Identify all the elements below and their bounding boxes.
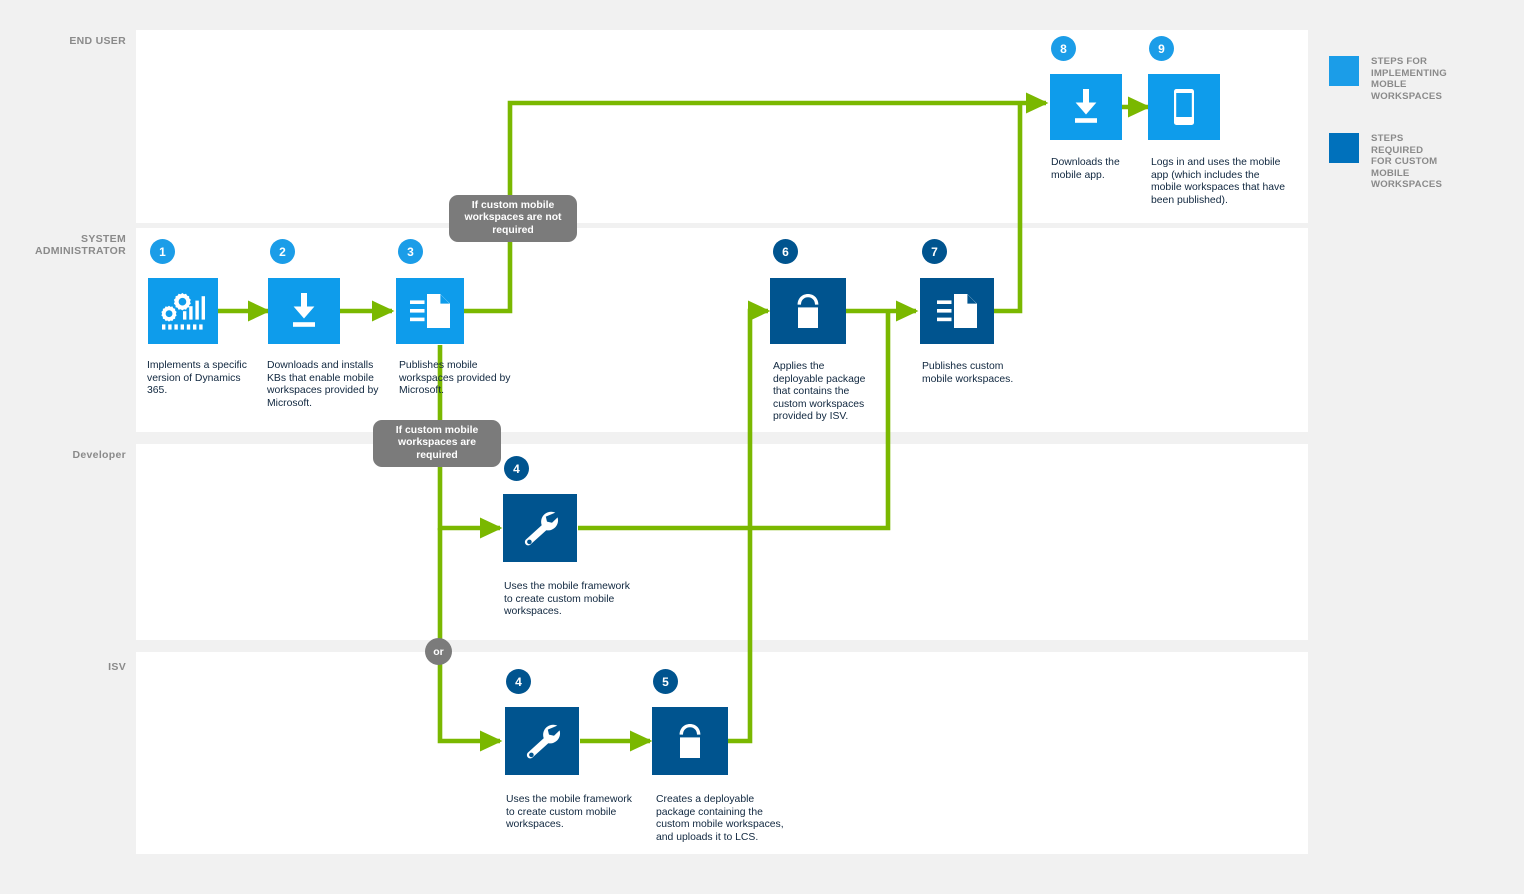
callout-required: If custom mobile workspaces are required [373, 420, 501, 467]
lane-label-isv: ISV [108, 661, 126, 673]
step-caption-8: Downloads the mobile app. [1051, 157, 1120, 181]
legend-item-implementing: STEPS FOR IMPLEMENTING MOBLE WORKSPACES [1329, 56, 1447, 102]
lane-label-end-user: END USER [69, 35, 126, 47]
step-caption-1: Implements a specific version of Dynamic… [147, 360, 247, 397]
step-caption-7: Publishes custom mobile workspaces. [922, 361, 1014, 385]
step-badge-4-isv: 4 [506, 669, 531, 694]
step-badge-9: 9 [1149, 36, 1174, 61]
step-badge-7: 7 [922, 239, 947, 264]
gears-bar-chart-icon [148, 278, 218, 344]
step-badge-4-developer: 4 [504, 456, 529, 481]
step-badge-8: 8 [1051, 36, 1076, 61]
download-icon [1050, 74, 1122, 140]
wrench-icon [503, 494, 577, 562]
download-icon [268, 278, 340, 344]
legend-swatch-light-blue [1329, 56, 1359, 86]
phone-icon [1148, 74, 1220, 140]
step-caption-2: Downloads and installs KBs that enable m… [267, 360, 379, 409]
lane-label-developer: Developer [72, 449, 126, 461]
callout-not-required: If custom mobile workspaces are not requ… [449, 195, 577, 242]
or-badge: or [425, 638, 452, 665]
step-badge-2: 2 [270, 239, 295, 264]
step-badge-1: 1 [150, 239, 175, 264]
step-caption-6: Applies the deployable package that cont… [773, 361, 866, 423]
step-badge-5: 5 [653, 669, 678, 694]
legend-swatch-dark-blue [1329, 133, 1359, 163]
wrench-icon [505, 707, 579, 775]
package-bag-icon [652, 707, 728, 775]
package-bag-icon [770, 278, 846, 344]
publish-document-icon [396, 278, 464, 344]
step-caption-4-isv: Uses the mobile framework to create cust… [506, 794, 632, 831]
legend-item-custom: STEPS REQUIRED FOR CUSTOM MOBILE WORKSPA… [1329, 133, 1442, 191]
step-caption-3: Publishes mobile workspaces provided by … [399, 360, 511, 397]
lane-band-developer [136, 444, 1308, 640]
step-caption-9: Logs in and uses the mobile app (which i… [1151, 157, 1285, 206]
step-caption-5: Creates a deployable package containing … [656, 794, 784, 843]
legend-label-custom: STEPS REQUIRED FOR CUSTOM MOBILE WORKSPA… [1371, 133, 1443, 191]
step-caption-4-developer: Uses the mobile framework to create cust… [504, 581, 630, 618]
step-badge-6: 6 [773, 239, 798, 264]
legend-label-implementing: STEPS FOR IMPLEMENTING MOBLE WORKSPACES [1371, 56, 1447, 102]
step-badge-3: 3 [398, 239, 423, 264]
lane-band-end-user [136, 30, 1308, 223]
publish-document-icon [920, 278, 994, 344]
